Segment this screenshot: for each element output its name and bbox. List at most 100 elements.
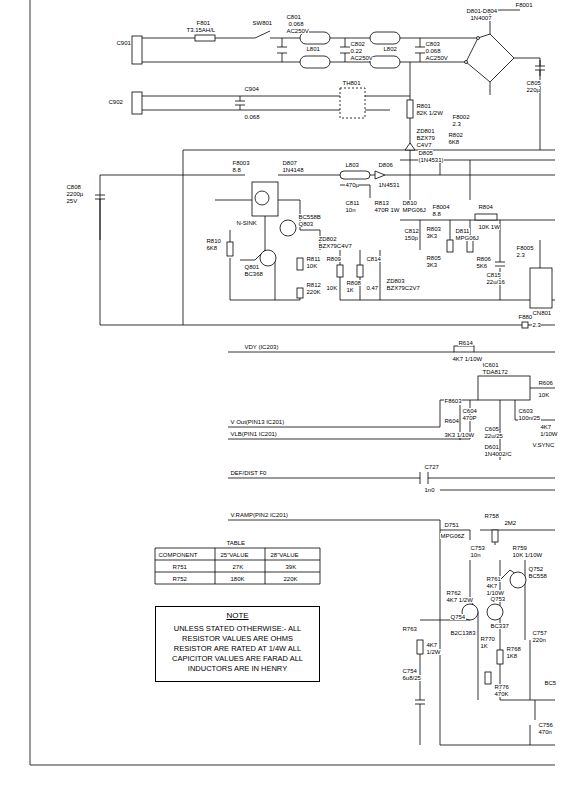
component-label: R805 xyxy=(426,255,441,261)
component-label: 4K7 1/10W xyxy=(452,356,483,362)
component-label: R809 xyxy=(326,256,341,262)
component-label: C604 xyxy=(462,408,477,414)
component-label: R776 xyxy=(494,684,509,690)
component-body xyxy=(297,258,303,270)
note-heading: NOTE xyxy=(162,611,313,621)
wire xyxy=(415,530,555,745)
component-label: 470R 1W xyxy=(374,207,400,213)
signal-wire xyxy=(228,352,555,745)
mains-wire xyxy=(490,10,520,95)
wire xyxy=(320,230,555,300)
component-label: C803 xyxy=(425,41,440,47)
component-label: C756 xyxy=(538,722,553,728)
component-label: C727 xyxy=(424,464,439,470)
component-label: TDA8172 xyxy=(482,369,508,375)
component-label: F8001 xyxy=(515,2,533,8)
component-label: 6u8/25 xyxy=(402,675,421,681)
component-label: R763 xyxy=(402,626,417,632)
component-label: R811 xyxy=(306,256,321,262)
component-label: VDY (IC203) xyxy=(244,344,279,350)
component-label: 470µ xyxy=(345,182,359,188)
component-body xyxy=(132,36,142,64)
component-label: C811 xyxy=(345,200,360,206)
component-label: AC250V xyxy=(286,28,309,34)
component-label: C814 xyxy=(366,256,381,262)
component-body xyxy=(477,37,480,40)
frame-line xyxy=(30,0,555,765)
component-body xyxy=(417,530,526,684)
component-label: 39K xyxy=(285,564,297,570)
wire xyxy=(100,175,245,325)
component-label: COMPONENT xyxy=(158,552,198,558)
component-label: V.SYNC xyxy=(532,442,555,448)
mains-wire xyxy=(466,34,514,82)
component-label: 150p xyxy=(404,235,418,241)
component-label: F880 xyxy=(518,314,533,320)
component-body xyxy=(132,32,480,114)
component-label: 10K xyxy=(326,285,338,291)
component-label: 180K xyxy=(230,576,245,582)
component-label: C753 xyxy=(470,545,485,551)
component-label: R804 xyxy=(478,204,493,210)
component-body xyxy=(132,92,142,114)
component-label: TABLE xyxy=(226,540,246,546)
component-label: 25"VALUE xyxy=(220,552,249,558)
component-label: L801 xyxy=(306,46,320,52)
component-label: D805 xyxy=(418,150,433,156)
component-label: N-SINK xyxy=(236,220,257,226)
wire xyxy=(530,640,535,745)
signal-wire xyxy=(228,352,555,353)
component-label: 0.068 xyxy=(425,48,441,54)
component-body xyxy=(255,191,269,205)
component-label: 4K7 xyxy=(540,424,552,430)
component-body xyxy=(510,572,526,588)
component-label: T3.15AH/L xyxy=(186,27,216,33)
component-label: R759 xyxy=(512,545,527,551)
mains-wire xyxy=(535,60,545,76)
component-label: 5K6 xyxy=(476,263,488,269)
component-body xyxy=(465,61,468,64)
component-label: ZD803 xyxy=(386,278,405,284)
component-label: Q754 xyxy=(450,614,466,620)
component-label: R768 xyxy=(506,646,521,652)
mains-wire xyxy=(277,38,287,62)
component-label: R806 xyxy=(476,256,491,262)
component-label: D811 xyxy=(455,228,470,234)
component-label: 8.8 xyxy=(232,167,241,173)
component-body xyxy=(417,640,423,654)
component-label: R801 xyxy=(416,103,431,109)
wire xyxy=(230,230,300,300)
component-label: (1N4531) xyxy=(418,157,444,163)
component-label: C902 xyxy=(108,99,123,105)
component-body xyxy=(485,672,491,684)
component-label: 220µ xyxy=(526,87,540,93)
component-label: BC5 xyxy=(544,680,557,686)
component-label: L803 xyxy=(345,162,359,168)
component-label: 1/10W xyxy=(540,431,558,437)
component-label: B2C1383 xyxy=(450,630,476,636)
component-label: AC250V xyxy=(350,55,373,61)
component-body xyxy=(340,88,365,118)
component-label: C605 xyxy=(484,426,499,432)
component-label: F8603 xyxy=(444,398,462,404)
component-label: 220n xyxy=(532,637,546,643)
component-label: 0.22 xyxy=(350,48,363,54)
component-label: F8005 xyxy=(516,245,534,251)
component-label: VLB(PIN1 IC201) xyxy=(230,431,277,437)
component-label: L802 xyxy=(383,46,397,52)
component-label: 220K xyxy=(306,289,321,295)
component-label: R762 xyxy=(446,590,461,596)
component-label: 2M2 xyxy=(504,520,517,526)
component-label: C812 xyxy=(404,228,419,234)
component-label: D601 xyxy=(484,444,499,450)
component-label: 0.47 xyxy=(366,285,379,291)
note-text: UNLESS STATED OTHERWISE:- ALL RESISTOR V… xyxy=(162,624,313,674)
component-body xyxy=(522,322,528,328)
wire xyxy=(240,250,275,300)
component-label: C904 xyxy=(244,86,259,92)
component-label: C603 xyxy=(518,408,533,414)
component-label: 1/2W xyxy=(426,649,441,655)
component-label: 22u/16 xyxy=(486,279,505,285)
component-label: 2200µ xyxy=(66,191,84,197)
component-label: Q752 xyxy=(528,566,544,572)
